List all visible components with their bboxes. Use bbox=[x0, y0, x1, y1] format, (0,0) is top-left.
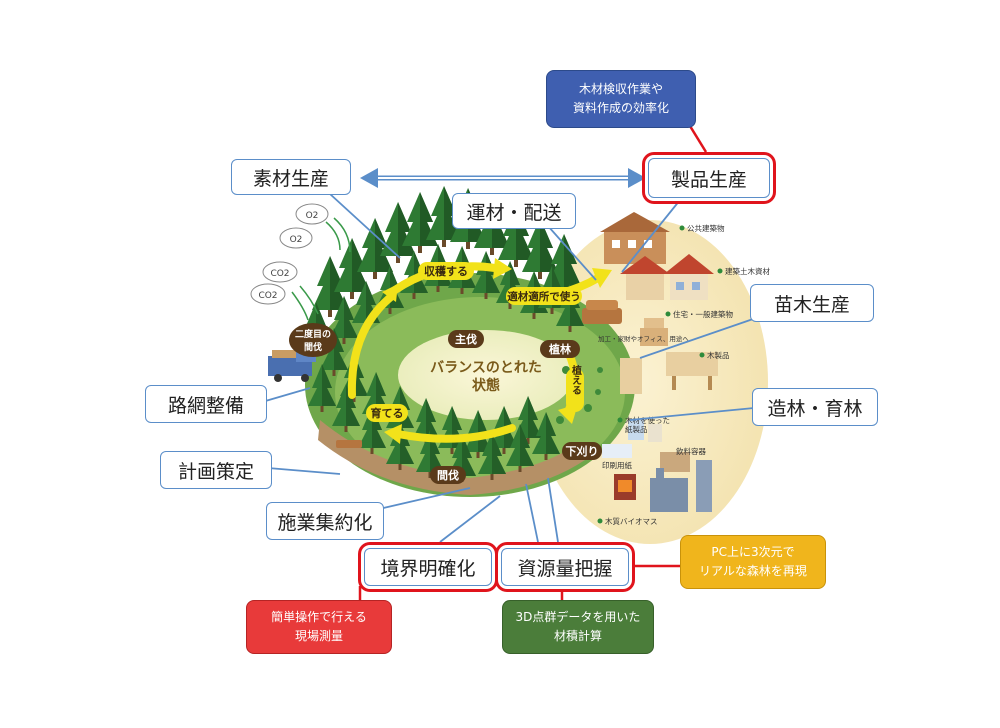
note-point-cloud-line1: 3D点群データを用いた bbox=[515, 610, 641, 625]
note-point-cloud-line2: 材積計算 bbox=[553, 629, 602, 643]
label-paper-products-1: 木材を使った bbox=[625, 415, 670, 425]
callout-boundary-label: 境界明確化 bbox=[380, 557, 476, 580]
note-timber-inspection-line2: 資料作成の効率化 bbox=[572, 101, 669, 115]
label-containers: 飲料容器 bbox=[676, 446, 706, 456]
note-pc-3d-line1: PC上に3次元で bbox=[711, 545, 795, 560]
product-labels: 公共建築物 建築土木資材 住宅・一般建築物 加工・家財やオフィス、用途へ 木製品… bbox=[597, 223, 770, 526]
callout-afforestation-label: 造林・育林 bbox=[767, 397, 863, 420]
note-survey-line1: 簡単操作で行える bbox=[271, 610, 367, 625]
center-label-2: 状態 bbox=[472, 377, 500, 394]
wind-lines bbox=[291, 217, 351, 321]
callout-material-production[interactable]: 素材生産 bbox=[231, 159, 351, 195]
gas-co2-2: CO2 bbox=[258, 291, 277, 301]
log-pile bbox=[336, 300, 622, 448]
callout-resource-label: 資源量把握 bbox=[517, 557, 613, 580]
cycle-label-grow: 育てる bbox=[371, 406, 404, 420]
note-point-cloud: 3D点群データを用いた 材積計算 bbox=[502, 600, 654, 654]
cycle-label-thin: 間伐 bbox=[437, 468, 459, 482]
gas-o2-2: O2 bbox=[290, 235, 303, 245]
label-processing: 加工・家財やオフィス、用途へ bbox=[598, 334, 689, 343]
note-timber-inspection-line1: 木材検収作業や bbox=[578, 82, 663, 97]
callout-afforestation[interactable]: 造林・育林 bbox=[752, 388, 878, 426]
gas-co2-1: CO2 bbox=[270, 269, 289, 279]
callout-boundary[interactable]: 境界明確化 bbox=[364, 548, 492, 586]
gas-o2-1: O2 bbox=[306, 211, 319, 221]
note-survey: 簡単操作で行える 現場測量 bbox=[246, 600, 392, 654]
gas-bubbles: O2 O2 CO2 CO2 bbox=[250, 203, 329, 305]
label-biomass: 木質バイオマス bbox=[605, 516, 658, 526]
callout-material-production-label: 素材生産 bbox=[252, 167, 329, 190]
double-arrow bbox=[360, 168, 646, 188]
label-printing-paper: 印刷用紙 bbox=[602, 460, 632, 470]
callout-transport-label: 運材・配送 bbox=[466, 201, 562, 224]
cycle-label-group: 収穫する 適材適所で使う 植える 育てる 下刈り 間伐 主伐 植林 二度目の 間… bbox=[289, 262, 602, 484]
cycle-label-use: 適材適所で使う bbox=[507, 290, 581, 303]
callout-consolidation-label: 施業集約化 bbox=[277, 511, 373, 534]
label-wood-products: 木製品 bbox=[707, 350, 730, 360]
cycle-label-plant: 植える bbox=[570, 364, 583, 395]
callout-planning[interactable]: 計画策定 bbox=[160, 451, 272, 489]
cycle-label-harvest: 収穫する bbox=[424, 264, 468, 278]
note-pc-3d-line2: リアルな森林を再現 bbox=[699, 564, 807, 578]
cycle-label-main-cut: 主伐 bbox=[455, 332, 477, 346]
callout-consolidation[interactable]: 施業集約化 bbox=[266, 502, 384, 540]
note-survey-line2: 現場測量 bbox=[294, 629, 343, 643]
note-timber-inspection: 木材検収作業や 資料作成の効率化 bbox=[546, 70, 696, 128]
callout-product-production-label: 製品生産 bbox=[670, 168, 747, 191]
callout-resource[interactable]: 資源量把握 bbox=[501, 548, 629, 586]
connector-lines bbox=[261, 193, 757, 543]
callout-product-production[interactable]: 製品生産 bbox=[648, 158, 770, 198]
center-label-1: バランスのとれた bbox=[430, 360, 542, 376]
cycle-label-second-thin-1: 二度目の bbox=[295, 328, 331, 340]
label-public-buildings: 公共建築物 bbox=[687, 223, 725, 233]
callout-road-network-label: 路網整備 bbox=[167, 394, 244, 417]
label-paper-products-2: 紙製品 bbox=[625, 424, 648, 434]
cycle-label-weed: 下刈り bbox=[566, 444, 599, 458]
callout-seedling[interactable]: 苗木生産 bbox=[750, 284, 874, 322]
callout-transport[interactable]: 運材・配送 bbox=[452, 193, 576, 229]
label-civil: 建築土木資材 bbox=[725, 266, 770, 276]
callout-planning-label: 計画策定 bbox=[177, 460, 254, 483]
cycle-label-planting: 植林 bbox=[548, 342, 571, 356]
note-pc-3d: PC上に3次元で リアルな森林を再現 bbox=[680, 535, 826, 589]
callout-road-network[interactable]: 路網整備 bbox=[145, 385, 267, 423]
product-illustrations bbox=[600, 212, 718, 512]
label-housing: 住宅・一般建築物 bbox=[673, 309, 733, 319]
cycle-label-second-thin-2: 間伐 bbox=[304, 341, 322, 353]
callout-seedling-label: 苗木生産 bbox=[773, 293, 850, 316]
